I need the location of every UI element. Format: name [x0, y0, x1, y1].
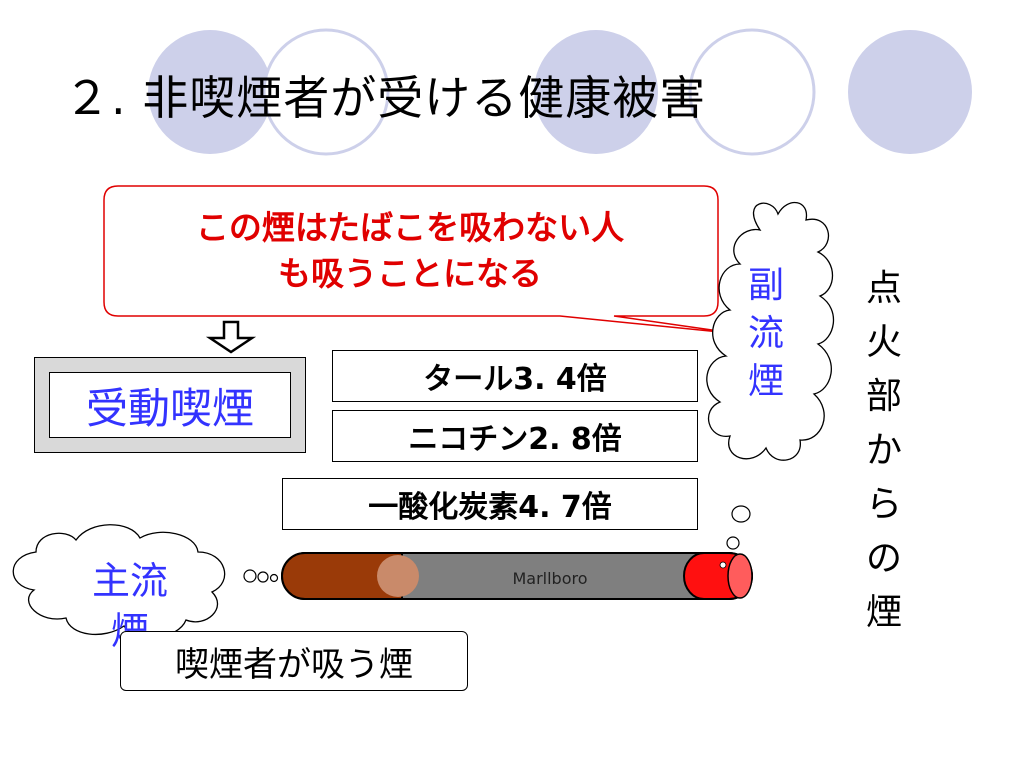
ignition-char: 部	[866, 376, 903, 417]
ember-tip	[727, 553, 753, 599]
sidestream-char: 副	[748, 265, 785, 306]
smoker-smoke-box: 喫煙者が吸う煙	[120, 631, 468, 691]
fact-carbon-monoxide: 一酸化炭素4. 7倍	[282, 478, 698, 530]
ignition-char: ら	[866, 484, 903, 525]
callout-line-1: この煙はたばこを吸わない人	[195, 208, 625, 247]
smoke-bubble	[243, 569, 257, 583]
ignition-char: 点	[866, 268, 903, 309]
passive-smoking-box: 受動喫煙	[34, 357, 306, 453]
deco-circle	[848, 30, 972, 154]
smoke-bubble	[731, 505, 751, 523]
ember-spark	[719, 561, 727, 569]
mainstream-line-1: 主流	[91, 559, 168, 603]
smoke-bubble	[269, 573, 279, 583]
ignition-char: 火	[866, 322, 903, 363]
slide-title: ２. 非喫煙者が受ける健康被害	[64, 71, 707, 125]
fact-tar: タール3. 4倍	[332, 350, 698, 402]
sidestream-label: 副 流 煙	[748, 262, 784, 406]
fact-nicotine: ニコチン2. 8倍	[332, 410, 698, 462]
filter-highlight	[377, 555, 419, 597]
callout-text: この煙はたばこを吸わない人 も吸うことになる	[104, 205, 716, 297]
smoke-bubble	[726, 536, 740, 550]
ignition-char: 煙	[866, 592, 903, 633]
sidestream-char: 煙	[748, 361, 785, 402]
cigarette-ember	[683, 552, 753, 600]
deco-circle	[688, 28, 816, 156]
down-arrow-icon	[205, 320, 257, 354]
ignition-char: の	[866, 538, 903, 579]
cigarette-brand: Marllboro	[512, 569, 588, 588]
ignition-char: か	[866, 430, 903, 471]
cigarette-filter	[281, 552, 403, 600]
smoke-bubble	[257, 571, 269, 583]
passive-smoking-label: 受動喫煙	[49, 372, 291, 438]
ignition-smoke-label: 点 火 部 か ら の 煙	[866, 262, 902, 640]
sidestream-char: 流	[748, 313, 785, 354]
callout-line-2: も吸うことになる	[278, 254, 542, 293]
